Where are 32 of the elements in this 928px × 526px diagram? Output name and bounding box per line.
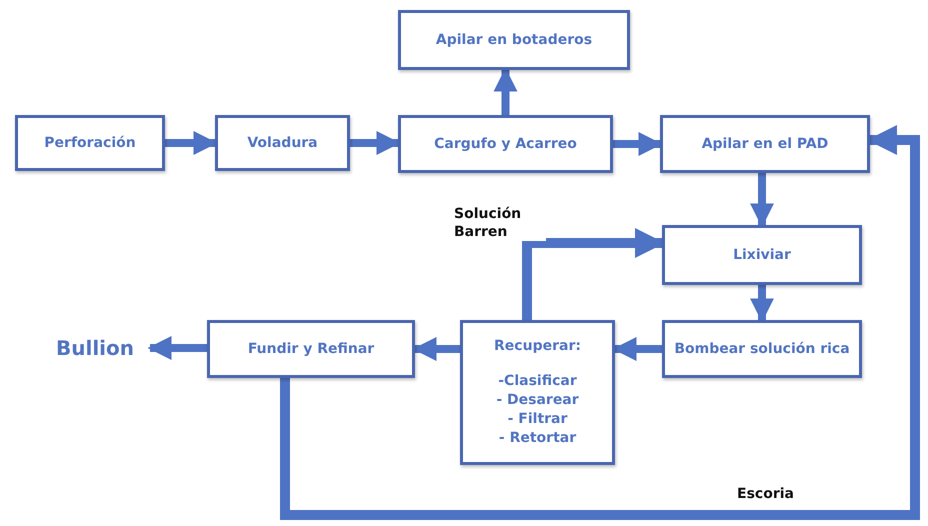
list-item: - Retortar bbox=[498, 428, 576, 448]
box-title: Apilar en botaderos bbox=[436, 30, 592, 50]
edge-label: Solución Barren bbox=[452, 206, 546, 241]
arrow bbox=[350, 131, 400, 155]
box-title: Recuperar: bbox=[494, 337, 581, 356]
box-title: Voladura bbox=[247, 134, 318, 152]
box-title: Bullion bbox=[56, 334, 134, 362]
arrow bbox=[613, 132, 662, 156]
process-box bbox=[662, 225, 862, 285]
arrow bbox=[750, 285, 774, 322]
arrow bbox=[494, 68, 518, 115]
process-box bbox=[15, 115, 165, 171]
list-item: - Desarear bbox=[496, 391, 579, 410]
list-item: - Filtrar bbox=[508, 410, 568, 429]
list-item: -Clasificar bbox=[498, 372, 577, 392]
process-box bbox=[660, 115, 870, 173]
process-box bbox=[207, 320, 415, 378]
box-title: Bombear solución rica bbox=[674, 340, 850, 358]
box-title: Cargufo y Acarreo bbox=[434, 134, 577, 154]
box-title: Lixiviar bbox=[733, 246, 791, 264]
box-title: Fundir y Refinar bbox=[248, 340, 374, 358]
arrow bbox=[750, 173, 774, 228]
process-box bbox=[398, 10, 630, 70]
arrow bbox=[148, 336, 207, 360]
process-box bbox=[398, 115, 613, 173]
arrow bbox=[280, 125, 920, 520]
box-title: Apilar en el PAD bbox=[702, 134, 828, 154]
process-box bbox=[662, 320, 862, 378]
arrow bbox=[165, 131, 218, 155]
box-title: Perforación bbox=[44, 134, 136, 152]
process-box bbox=[215, 115, 350, 171]
process-box bbox=[460, 320, 615, 465]
